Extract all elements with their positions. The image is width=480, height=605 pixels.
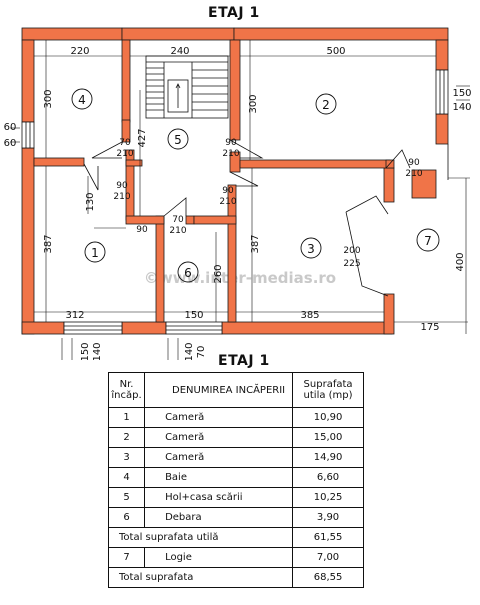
row-area: 10,90 bbox=[292, 407, 364, 428]
table-row: 6 Debara 3,90 bbox=[107, 507, 364, 528]
door-1-height: 210 bbox=[113, 192, 130, 202]
header-area: Suprafata utila (mp) bbox=[292, 372, 364, 408]
door-swings bbox=[83, 139, 411, 297]
room-number-7: 7 bbox=[424, 234, 432, 248]
row-area: 10,25 bbox=[292, 487, 364, 508]
door-6-width: 70 bbox=[172, 215, 184, 225]
door-6-height: 210 bbox=[169, 226, 186, 236]
dim-150: 150 bbox=[184, 310, 203, 321]
row-name: Cameră bbox=[144, 447, 294, 468]
row-nr: 4 bbox=[107, 467, 146, 488]
dim-387a: 387 bbox=[43, 234, 54, 253]
dim-400: 400 bbox=[455, 252, 466, 271]
dim-300a: 300 bbox=[43, 89, 54, 108]
total-useful-value: 61,55 bbox=[292, 527, 364, 548]
total-useful-label: Total suprafata utilă bbox=[107, 527, 294, 548]
row-nr: 3 bbox=[107, 447, 146, 468]
row-area: 15,00 bbox=[292, 427, 364, 448]
door-2-height: 210 bbox=[222, 149, 239, 159]
door-logia-width: 90 bbox=[408, 158, 420, 168]
door-4-height: 210 bbox=[116, 149, 133, 159]
row-name: Cameră bbox=[144, 427, 294, 448]
door-7-height: 225 bbox=[343, 259, 360, 269]
room-number-3: 3 bbox=[307, 242, 315, 256]
door-1-width: 90 bbox=[116, 181, 128, 191]
dim-312: 312 bbox=[65, 310, 84, 321]
door-3-width: 90 bbox=[222, 186, 234, 196]
dim-240: 240 bbox=[170, 46, 189, 57]
door-7-width: 200 bbox=[343, 246, 360, 256]
dim-bl150: 150 bbox=[80, 342, 91, 360]
room-number-1: 1 bbox=[91, 246, 99, 260]
row-area: 3,90 bbox=[292, 507, 364, 528]
room-labels bbox=[71, 88, 440, 283]
dim-175: 175 bbox=[420, 322, 439, 333]
room-number-6: 6 bbox=[184, 266, 192, 280]
table-row: 5 Hol+casa scării 10,25 bbox=[107, 487, 364, 508]
row-nr: 7 bbox=[107, 547, 146, 568]
table-row: 2 Cameră 15,00 bbox=[107, 427, 364, 448]
dim-130: 130 bbox=[85, 192, 96, 211]
row-nr: 1 bbox=[107, 407, 146, 428]
row-name: Baie bbox=[144, 467, 294, 488]
dim-427: 427 bbox=[137, 128, 148, 147]
watermark: ©www.inter-medias.ro bbox=[144, 269, 336, 287]
dim-r140: 140 bbox=[452, 102, 471, 113]
total-useful-row: Total suprafata utilă 61,55 bbox=[107, 527, 364, 548]
total-value: 68,55 bbox=[292, 567, 364, 588]
row-nr: 6 bbox=[107, 507, 146, 528]
dim-387b: 387 bbox=[250, 234, 261, 253]
row-name: Debara bbox=[144, 507, 294, 528]
floor-plan: ©www.inter-medias.ro bbox=[4, 27, 472, 360]
door-90-label: 90 bbox=[136, 225, 148, 235]
total-row: Total suprafata 68,55 bbox=[107, 567, 364, 588]
dim-bm70: 70 bbox=[196, 346, 207, 359]
table-header-row: Nr. încăp. DENUMIREA INCĂPERII Suprafata… bbox=[107, 372, 364, 408]
dim-60a: 60 bbox=[4, 122, 17, 133]
door-3-height: 210 bbox=[219, 197, 236, 207]
dimension-lines bbox=[10, 40, 470, 360]
dim-bl140: 140 bbox=[92, 342, 103, 360]
room-number-5: 5 bbox=[174, 133, 182, 147]
row-nr: 2 bbox=[107, 427, 146, 448]
table-row: 4 Baie 6,60 bbox=[107, 467, 364, 488]
door-2-width: 90 bbox=[225, 138, 237, 148]
row-name: Logie bbox=[144, 547, 294, 568]
door-4-width: 70 bbox=[119, 138, 131, 148]
total-label: Total suprafata bbox=[107, 567, 294, 588]
row-nr: 5 bbox=[107, 487, 146, 508]
staircase bbox=[145, 55, 229, 119]
row-area: 6,60 bbox=[292, 467, 364, 488]
table-row: 1 Cameră 10,90 bbox=[107, 407, 364, 428]
dim-300b: 300 bbox=[248, 94, 259, 113]
area-table: Nr. încăp. DENUMIREA INCĂPERII Suprafata… bbox=[107, 372, 364, 588]
header-name: DENUMIREA INCĂPERII bbox=[144, 372, 294, 408]
dim-260: 260 bbox=[213, 264, 224, 283]
dim-bm140: 140 bbox=[184, 342, 195, 360]
row-name: Hol+casa scării bbox=[144, 487, 294, 508]
dim-385: 385 bbox=[300, 310, 319, 321]
dim-r150: 150 bbox=[452, 88, 471, 99]
table-row: 7 Logie 7,00 bbox=[107, 547, 364, 568]
dim-60b: 60 bbox=[4, 138, 17, 149]
header-nr: Nr. încăp. bbox=[107, 372, 146, 408]
dim-500: 500 bbox=[326, 46, 345, 57]
room-number-2: 2 bbox=[322, 98, 330, 112]
dim-220: 220 bbox=[70, 46, 89, 57]
table-row: 3 Cameră 14,90 bbox=[107, 447, 364, 468]
walls bbox=[21, 27, 449, 335]
windows bbox=[21, 69, 449, 335]
row-area: 7,00 bbox=[292, 547, 364, 568]
table-title: ETAJ 1 bbox=[218, 353, 270, 369]
room-number-4: 4 bbox=[78, 93, 86, 107]
row-name: Cameră bbox=[144, 407, 294, 428]
door-logia-height: 210 bbox=[405, 169, 422, 179]
plan-title: ETAJ 1 bbox=[208, 5, 260, 21]
row-area: 14,90 bbox=[292, 447, 364, 468]
